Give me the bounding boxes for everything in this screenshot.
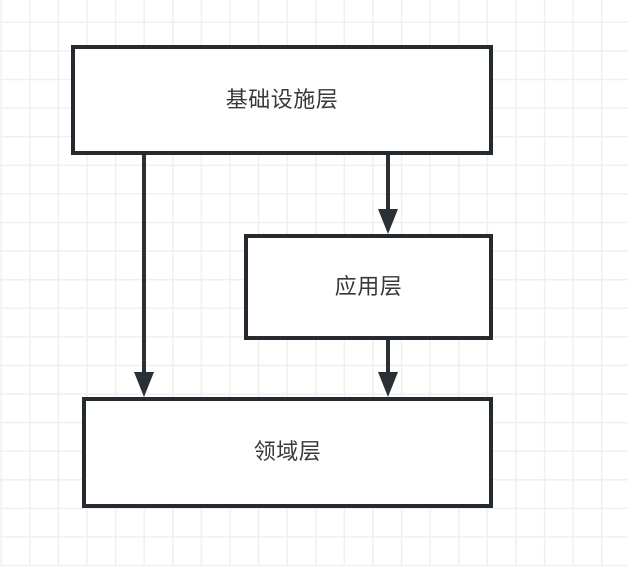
edge-infrastructure-to-domain [134,155,154,397]
arrowhead-icon [378,372,398,397]
arrowhead-icon [378,209,398,234]
node-label: 应用层 [334,273,403,299]
node-label: 领域层 [253,439,322,465]
node-application[interactable]: 应用层 [244,234,493,340]
node-infrastructure[interactable]: 基础设施层 [71,45,493,155]
node-domain[interactable]: 领域层 [82,397,493,508]
edge-infrastructure-to-application [378,155,398,234]
edge-application-to-domain [378,340,398,397]
arrowhead-icon [134,372,154,397]
node-label: 基础设施层 [225,86,339,112]
